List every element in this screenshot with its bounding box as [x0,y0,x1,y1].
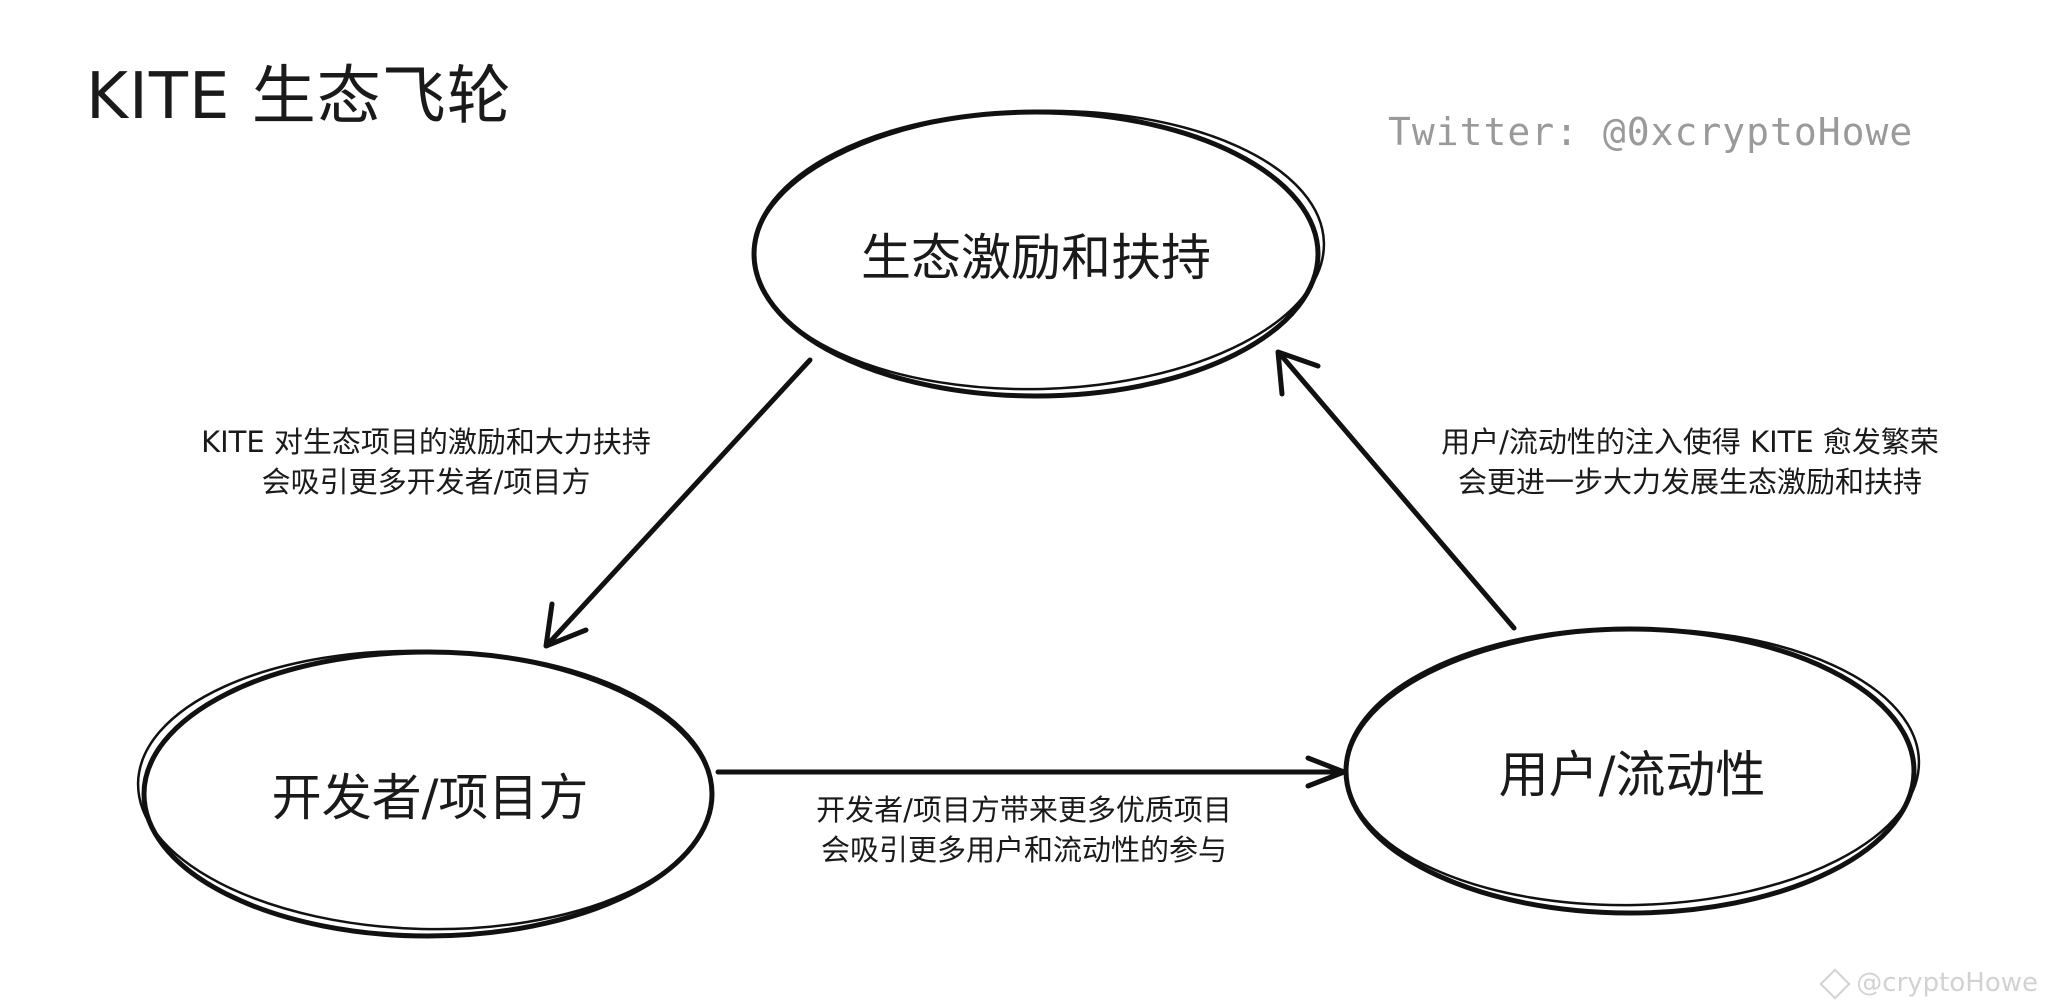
arrow-incentives-to-developers [545,357,813,647]
edge-label-line: 会更进一步大力发展生态激励和扶持 [1457,465,1923,499]
edge-label-developers-to-users: 开发者/项目方带来更多优质项目 会吸引更多用户和流动性的参与 [816,790,1232,870]
node-label-incentives: 生态激励和扶持 [861,229,1211,287]
twitter-credit: Twitter: @0xcryptoHowe [1388,110,1914,154]
arrowhead-users-to-incentives [1275,349,1321,397]
edge-label-incentives-to-developers: KITE 对生态项目的激励和大力扶持 会吸引更多开发者/项目方 [201,422,651,502]
edge-label-line: 会吸引更多开发者/项目方 [261,465,591,499]
edge-label-line: KITE 对生态项目的激励和大力扶持 [201,425,651,459]
diagram-title: KITE 生态飞轮 [86,60,512,134]
watermark-text: @cryptoHowe [1856,968,2038,998]
node-ellipse-incentives-sketch [752,109,1326,391]
node-ellipse-users-sketch [1345,627,1921,907]
node-label-users: 用户/流动性 [1498,746,1766,804]
edge-label-users-to-incentives: 用户/流动性的注入使得 KITE 愈发繁荣 会更进一步大力发展生态激励和扶持 [1441,422,1939,502]
watermark-logo-icon [1819,967,1851,1000]
edge-label-line: 开发者/项目方带来更多优质项目 [816,793,1232,827]
node-label-developers: 开发者/项目方 [271,769,589,827]
node-ellipse-developers-sketch [136,649,714,931]
arrow-users-to-incentives [1277,351,1517,631]
arrowhead-incentives-to-developers [543,601,589,649]
watermark: @cryptoHowe [1819,967,2038,1000]
edge-label-line: 用户/流动性的注入使得 KITE 愈发繁荣 [1441,425,1939,459]
arrowhead-developers-to-users [1305,755,1347,789]
edge-label-line: 会吸引更多用户和流动性的参与 [820,833,1227,867]
